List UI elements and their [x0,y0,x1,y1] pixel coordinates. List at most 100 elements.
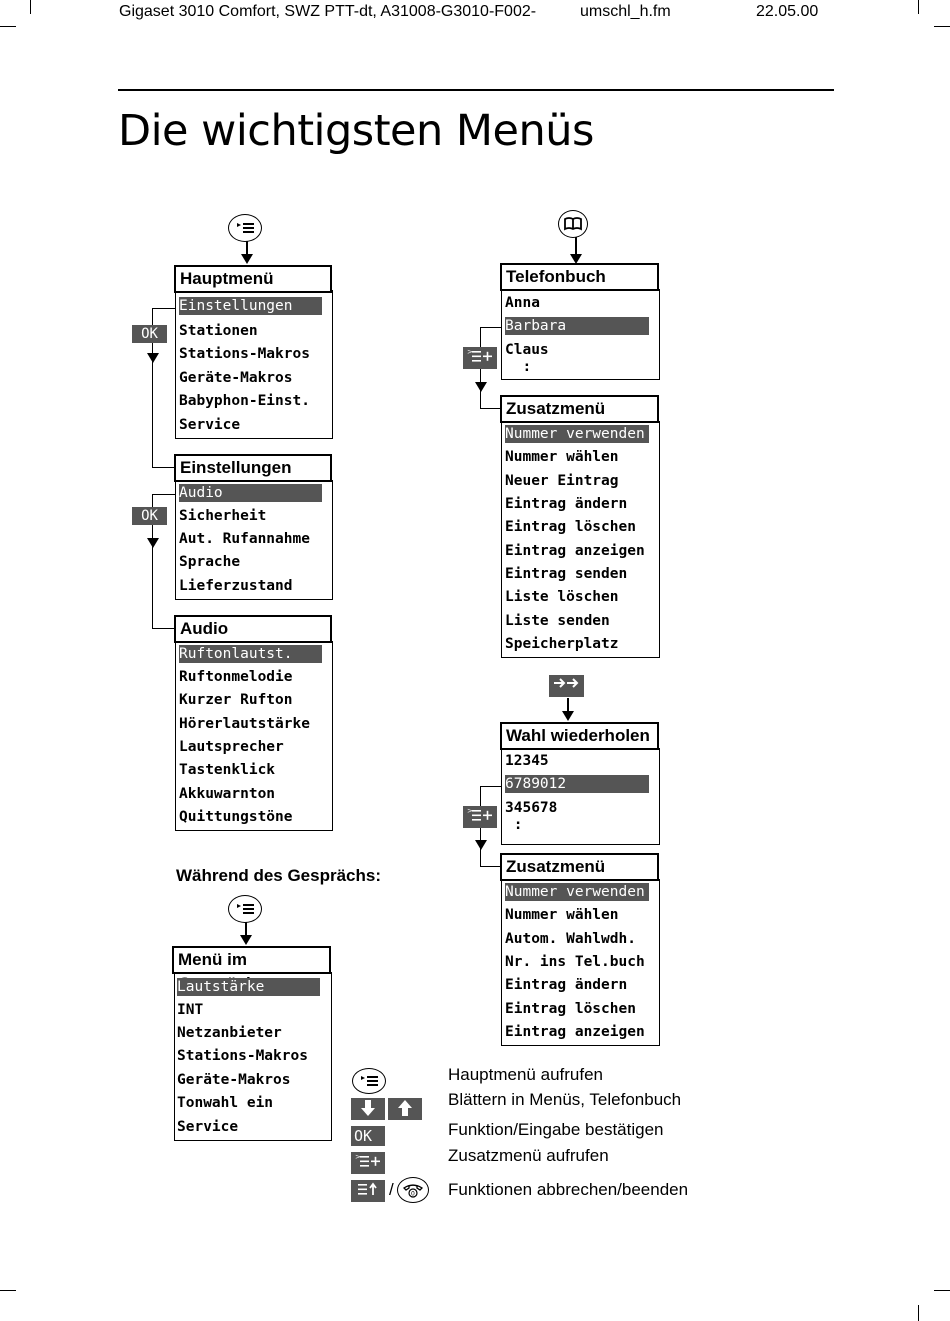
crop-mark [934,26,950,27]
menu-item-eintrag-aendern[interactable]: Eintrag ändern [505,496,628,512]
menu-item-tastenklick[interactable]: Tastenklick [179,762,276,778]
menu-item-ruftonlautst[interactable]: Ruftonlautst. [179,645,322,663]
menu-item-tonwahl[interactable]: Tonwahl ein [177,1095,274,1111]
menu-item-stations-makros[interactable]: Stations-Makros [177,1048,308,1064]
redial-ellipsis: : [505,817,523,833]
menu-icon [228,895,262,923]
menu-item-service[interactable]: Service [177,1119,239,1135]
phonebook-ellipsis: : [505,359,532,375]
options-menu-icon: > [351,1152,385,1174]
menu-item-nummer-verwenden[interactable]: Nummer verwenden [505,883,649,901]
end-key-icon [351,1180,385,1202]
menu-item-liste-loeschen[interactable]: Liste löschen [505,589,619,605]
telefonbuch-title: Telefonbuch [500,263,659,291]
audio-title: Audio [174,615,332,643]
gespraech-title: Menü im Gespräch [172,946,331,993]
options-menu-icon: > [463,347,497,369]
arrow-up-key-icon [388,1098,422,1120]
menu-item-hoererlautstaerke[interactable]: Hörerlautstärke [179,716,310,732]
menu-item-lautstaerke[interactable]: Lautstärke [177,978,320,996]
phonebook-entry[interactable]: Claus [505,342,549,358]
crop-mark [0,1290,16,1291]
legend-scroll-text: Blättern in Menüs, Telefonbuch [448,1090,682,1109]
redial-entry[interactable]: 12345 [505,753,549,769]
menu-item-eintrag-aendern[interactable]: Eintrag ändern [505,977,628,993]
menu-item-eintrag-loeschen[interactable]: Eintrag löschen [505,519,636,535]
menu-item-liste-senden[interactable]: Liste senden [505,613,610,629]
menu-item-babyphon[interactable]: Babyphon-Einst. [179,393,310,409]
menu-item-einstellungen[interactable]: Einstellungen [179,297,322,315]
menu-item-nummer-waehlen[interactable]: Nummer wählen [505,449,619,465]
menu-item-lautsprecher[interactable]: Lautsprecher [179,739,284,755]
menu-item-stations-makros[interactable]: Stations-Makros [179,346,310,362]
menu-item-eintrag-loeschen[interactable]: Eintrag löschen [505,1001,636,1017]
redial-entry[interactable]: 345678 [505,800,558,816]
menu-item-ruftonmelodie[interactable]: Ruftonmelodie [179,669,293,685]
menu-item-speicherplatz[interactable]: Speicherplatz [505,636,619,652]
ok-key: OK [351,1126,385,1146]
svg-text:>: > [467,348,473,356]
menu-item-service[interactable]: Service [179,417,241,433]
arrow-down-key-icon [351,1098,385,1120]
menu-item-eintrag-anzeigen[interactable]: Eintrag anzeigen [505,1024,645,1040]
menu-item-eintrag-anzeigen[interactable]: Eintrag anzeigen [505,543,645,559]
menu-icon [228,214,262,242]
menu-item-quittungstoene[interactable]: Quittungstöne [179,809,293,825]
gespraech-box [174,972,332,1141]
zusatz1-title: Zusatzmenü [500,395,659,423]
menu-icon [352,1068,386,1094]
legend-end-text: Funktionen abbrechen/beenden [448,1180,689,1199]
legend-menu-text: Hauptmenü aufrufen [448,1065,603,1084]
menu-item-kurzer-rufton[interactable]: Kurzer Rufton [179,692,293,708]
ok-key: OK [132,325,167,343]
zusatz2-box [501,879,660,1046]
menu-item-sprache[interactable]: Sprache [179,554,241,570]
phonebook-entry-selected[interactable]: Barbara [505,317,649,335]
page-title: Die wichtigsten Menüs [118,106,594,156]
crop-mark [934,1290,950,1291]
svg-text:0: 0 [411,1191,415,1198]
menu-item-int[interactable]: INT [177,1002,204,1018]
header-rule [118,89,834,91]
menu-item-geraete-makros[interactable]: Geräte-Makros [177,1072,291,1088]
audio-box [175,641,333,831]
menu-item-nummer-waehlen[interactable]: Nummer wählen [505,907,619,923]
menu-item-eintrag-senden[interactable]: Eintrag senden [505,566,628,582]
svg-text:>: > [467,807,473,815]
phonebook-icon [558,210,588,238]
redial-entry-selected[interactable]: 6789012 [505,775,649,793]
menu-item-sicherheit[interactable]: Sicherheit [179,508,267,524]
menu-item-autom-wahlwdh[interactable]: Autom. Wahlwdh. [505,931,636,947]
header-date: 22.05.00 [756,3,819,20]
ok-key: OK [132,507,167,525]
crop-mark [0,26,16,27]
menu-item-rufannahme[interactable]: Aut. Rufannahme [179,531,310,547]
menu-item-nr-ins-telbuch[interactable]: Nr. ins Tel.buch [505,954,645,970]
menu-item-lieferzustand[interactable]: Lieferzustand [179,578,293,594]
menu-item-stationen[interactable]: Stationen [179,323,258,339]
menu-item-neuer-eintrag[interactable]: Neuer Eintrag [505,473,619,489]
legend-separator: / [389,1180,394,1199]
crop-mark [918,1305,919,1321]
wahl-title: Wahl wiederholen [500,722,659,750]
header-filename: Gigaset 3010 Comfort, SWZ PTT-dt, A31008… [119,3,537,20]
zusatz1-box [501,421,660,658]
menu-item-netzanbieter[interactable]: Netzanbieter [177,1025,282,1041]
menu-item-audio[interactable]: Audio [179,484,322,502]
menu-item-nummer-verwenden[interactable]: Nummer verwenden [505,425,649,443]
options-menu-icon: > [463,806,497,828]
menu-item-geraete-makros[interactable]: Geräte-Makros [179,370,293,386]
legend-ok-text: Funktion/Eingabe bestätigen [448,1120,664,1139]
redial-icon [549,675,584,697]
header-file: umschl_h.fm [580,3,671,20]
phonebook-entry[interactable]: Anna [505,295,540,311]
legend-options-text: Zusatzmenü aufrufen [448,1146,609,1165]
wahl-box [501,748,660,845]
zusatz2-title: Zusatzmenü [500,853,659,881]
menu-item-akkuwarnton[interactable]: Akkuwarnton [179,786,276,802]
hauptmenue-title: Hauptmenü [174,265,332,293]
gespraech-heading: Während des Gesprächs: [176,866,382,885]
crop-mark [918,0,919,14]
einstellungen-title: Einstellungen [174,454,332,482]
svg-text:>: > [355,1153,361,1161]
